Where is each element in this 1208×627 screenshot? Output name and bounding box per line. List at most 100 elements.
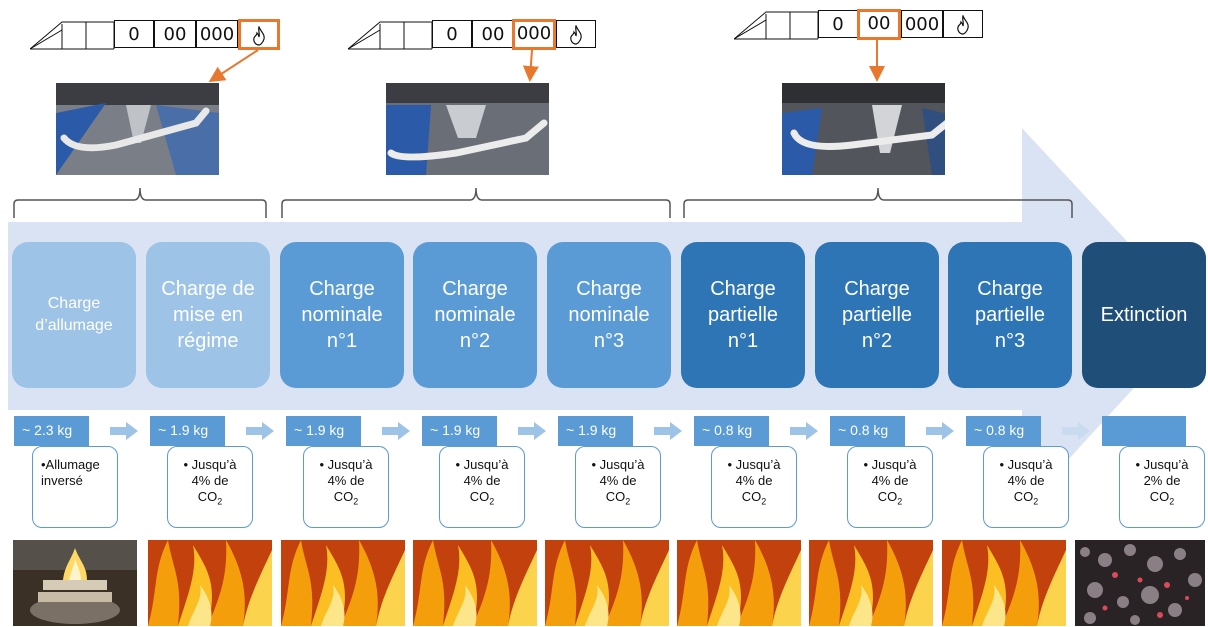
weight-tab — [1102, 416, 1186, 446]
co2-subscript: 2 — [1169, 496, 1175, 507]
selector-cell-flame — [943, 10, 983, 38]
connector-arrow-2 — [522, 49, 539, 82]
selector-cell-0: 0 — [818, 10, 858, 38]
note-co2: CO2 — [304, 489, 388, 510]
flame-icon — [253, 25, 265, 46]
weight-tab: ~ 1.9 kg — [422, 416, 497, 446]
co2-text: CO — [333, 489, 354, 504]
selector-connectors — [208, 40, 885, 83]
stage-label: Charge de mise en régime — [161, 278, 255, 352]
step-arrow — [518, 422, 546, 440]
stage-charge-partielle-1: Charge partielle n°1 — [681, 242, 805, 388]
selector-cell-flame — [556, 20, 596, 48]
note-line: • Jusqu’à — [183, 457, 237, 472]
co2-text: CO — [877, 489, 898, 504]
note-line: • Jusqu’à — [591, 457, 645, 472]
weight-tab: ~ 1.9 kg — [150, 416, 225, 446]
note-text: •Allumage inversé — [41, 457, 100, 488]
connector-arrow-1 — [208, 49, 259, 83]
stage-label: Extinction — [1100, 304, 1188, 326]
stage-braces — [13, 187, 1073, 218]
weight-tab: ~ 0.8 kg — [694, 416, 769, 446]
step-arrow — [926, 422, 954, 440]
stage-charge-partielle-2: Charge partielle n°2 — [815, 242, 939, 388]
stage-label: Charge partielle n°2 — [841, 278, 913, 352]
flame-icon — [570, 24, 582, 45]
stage-label: Charge nominale n°1 — [301, 278, 383, 352]
note-box: • Jusqu’à 4% de CO2 — [847, 446, 933, 528]
note-box: • Jusqu’à 4% de CO2 — [303, 446, 389, 528]
brace-left — [13, 187, 267, 218]
note-line: 4% de — [871, 473, 909, 488]
note-line: 4% de — [191, 473, 229, 488]
stage-charge-partielle-3: Charge partielle n°3 — [948, 242, 1072, 388]
selector-cell-flame-highlighted — [238, 19, 280, 50]
selector-cell-00: 00 — [154, 20, 196, 48]
note-co2: CO2 — [1120, 489, 1204, 510]
flames-image — [148, 540, 272, 626]
flames-image — [281, 540, 405, 626]
air-selector-2: 0 00 000 — [348, 19, 598, 50]
brace-middle — [281, 187, 671, 218]
note-box: • Jusqu’à 2% de CO2 — [1119, 446, 1205, 528]
note-line: 4% de — [735, 473, 773, 488]
step-arrow — [110, 422, 138, 440]
flame-icon — [957, 14, 969, 35]
weight-tab: ~ 1.9 kg — [558, 416, 633, 446]
stage-label: Charge nominale n°2 — [434, 278, 516, 352]
note-co2: CO2 — [440, 489, 524, 510]
note-line: • Jusqu’à — [1135, 457, 1189, 472]
stage-charge-nominale-1: Charge nominale n°1 — [280, 242, 404, 388]
weight-tab: ~ 0.8 kg — [966, 416, 1041, 446]
stage-label: Charge nominale n°3 — [568, 278, 650, 352]
flames-image — [942, 540, 1066, 626]
selector-cell-000-highlighted: 000 — [512, 19, 556, 50]
stage-charge-mise-en-regime: Charge de mise en régime — [146, 242, 270, 388]
note-co2: CO2 — [984, 489, 1068, 510]
flames-image — [545, 540, 669, 626]
note-co2: CO2 — [168, 489, 252, 510]
note-line: • Jusqu’à — [455, 457, 509, 472]
selector-cell-000: 000 — [901, 10, 943, 38]
kindling-fire-image — [13, 540, 137, 626]
co2-subscript: 2 — [489, 496, 495, 507]
note-line: • Jusqu’à — [863, 457, 917, 472]
flames-image — [413, 540, 537, 626]
step-arrow — [246, 422, 274, 440]
co2-subscript: 2 — [897, 496, 903, 507]
air-selector-3: 0 00 000 — [734, 9, 984, 40]
note-line: 4% de — [1007, 473, 1045, 488]
step-arrow — [790, 422, 818, 440]
embers-image — [1075, 540, 1205, 626]
co2-subscript: 2 — [1033, 496, 1039, 507]
weight-tab: ~ 1.9 kg — [286, 416, 361, 446]
stage-label: Charge partielle n°1 — [707, 278, 779, 352]
co2-subscript: 2 — [625, 496, 631, 507]
note-line: 4% de — [599, 473, 637, 488]
note-box: • Jusqu’à 4% de CO2 — [439, 446, 525, 528]
weight-tab: ~ 2.3 kg — [14, 416, 89, 446]
stage-label: Charge d’allumage — [35, 295, 113, 334]
flames-image — [677, 540, 801, 626]
stage-extinction: Extinction — [1082, 242, 1206, 388]
note-box: • Jusqu’à 4% de CO2 — [711, 446, 797, 528]
note-box: • Jusqu’à 4% de CO2 — [983, 446, 1069, 528]
lever-photo-1 — [56, 83, 219, 175]
note-line: • Jusqu’à — [727, 457, 781, 472]
stage-charge-nominale-3: Charge nominale n°3 — [547, 242, 671, 388]
stage-label: Charge partielle n°3 — [974, 278, 1046, 352]
lever-photo-2 — [386, 83, 549, 175]
note-line: • Jusqu’à — [999, 457, 1053, 472]
step-arrow — [654, 422, 682, 440]
co2-text: CO — [197, 489, 218, 504]
selector-cell-00-highlighted: 00 — [857, 9, 901, 40]
selector-cell-000: 000 — [196, 20, 238, 48]
co2-subscript: 2 — [761, 496, 767, 507]
air-selector-1: 0 00 000 — [30, 19, 280, 50]
lever-photo-3 — [782, 83, 945, 175]
selector-cell-00: 00 — [472, 20, 514, 48]
note-co2: CO2 — [576, 489, 660, 510]
note-box: • Jusqu’à 4% de CO2 — [167, 446, 253, 528]
selector-cell-0: 0 — [432, 20, 472, 48]
note-box-allumage: •Allumage inversé — [32, 446, 118, 528]
